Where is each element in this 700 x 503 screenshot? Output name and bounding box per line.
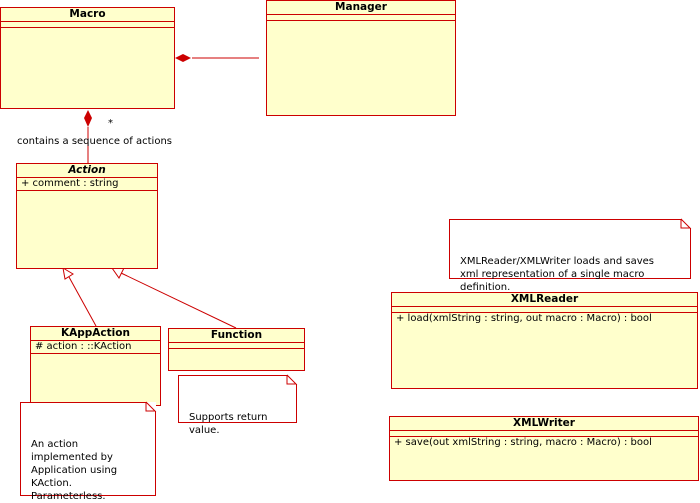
note-fold-mask — [147, 402, 156, 411]
note-fold-mask — [682, 219, 691, 228]
class-macro-name: Macro — [1, 8, 174, 22]
class-kappaction-operations — [31, 354, 160, 359]
class-action-name: Action — [17, 164, 157, 178]
note-xml[interactable]: XMLReader/XMLWriter loads and saves xml … — [449, 219, 691, 293]
class-macro-operations — [1, 28, 174, 33]
composition-diamond-icon — [175, 54, 191, 62]
class-xmlreader[interactable]: XMLReader + load(xmlString : string, out… — [391, 292, 698, 389]
class-action-operations — [17, 191, 157, 196]
association-label: contains a sequence of actions — [17, 136, 172, 147]
note-kappaction[interactable]: An action implemented by Application usi… — [20, 402, 156, 502]
class-macro-attributes — [1, 22, 174, 28]
class-manager-operations — [267, 21, 455, 26]
note-function-text: Supports return value. — [189, 412, 268, 436]
multiplicity-label: * — [108, 118, 113, 129]
class-action[interactable]: Action + comment : string — [16, 163, 158, 269]
note-kappaction-text: An action implemented by Application usi… — [31, 439, 118, 502]
class-manager[interactable]: Manager — [266, 0, 456, 116]
kappaction-generalization-line — [68, 276, 97, 327]
class-manager-name: Manager — [267, 1, 455, 15]
class-macro[interactable]: Macro — [0, 7, 175, 109]
generalization-arrow-icon — [111, 267, 125, 279]
class-xmlwriter[interactable]: XMLWriter + save(out xmlString : string,… — [389, 416, 699, 481]
class-action-attribute: + comment : string — [17, 178, 157, 191]
class-function-attributes — [169, 343, 304, 349]
class-xmlwriter-attributes — [390, 431, 698, 437]
composition-diamond-icon — [84, 110, 92, 127]
note-fold-mask — [288, 375, 297, 384]
class-manager-attributes — [267, 15, 455, 21]
class-kappaction-name: KAppAction — [31, 327, 160, 341]
class-xmlreader-attributes — [392, 307, 697, 313]
class-function-name: Function — [169, 329, 304, 343]
class-function-operations — [169, 349, 304, 354]
generalization-arrow-icon — [62, 267, 74, 280]
class-xmlreader-operation: + load(xmlString : string, out macro : M… — [396, 313, 652, 324]
class-kappaction[interactable]: KAppAction # action : ::KAction — [30, 326, 161, 406]
note-function[interactable]: Supports return value. — [178, 375, 297, 436]
class-kappaction-attribute: # action : ::KAction — [31, 341, 160, 354]
class-function[interactable]: Function — [168, 328, 305, 371]
class-xmlwriter-operation: + save(out xmlString : string, macro : M… — [394, 437, 652, 448]
note-xml-text: XMLReader/XMLWriter loads and saves xml … — [460, 256, 655, 293]
function-generalization-line — [120, 272, 237, 329]
class-xmlwriter-name: XMLWriter — [390, 417, 698, 431]
class-xmlreader-name: XMLReader — [392, 293, 697, 307]
